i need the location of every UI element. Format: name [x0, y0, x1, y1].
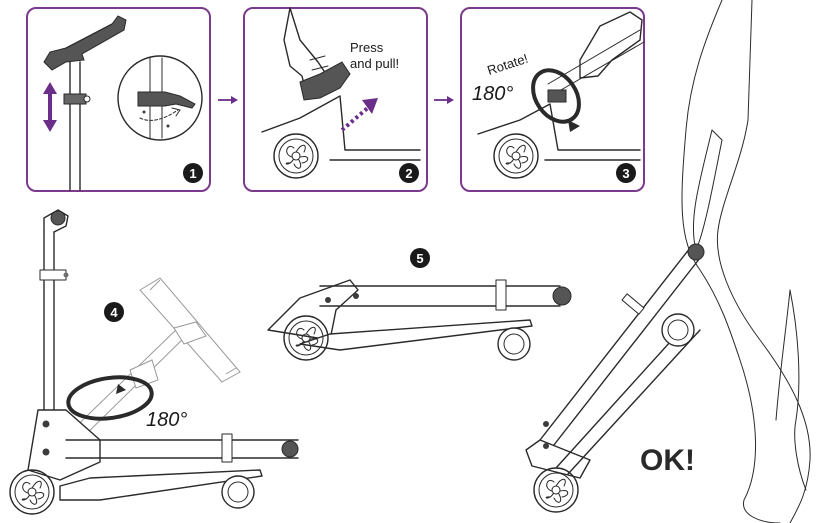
step-4-badge: 4	[104, 302, 124, 322]
rotation-angle-label: 180°	[146, 409, 187, 431]
step-5-illustration: 5	[267, 248, 572, 361]
next-step-arrow-icon	[218, 96, 238, 104]
press-instruction: Press	[350, 40, 384, 55]
step-3-badge: 3	[616, 163, 636, 183]
next-step-arrow-icon	[434, 96, 454, 104]
rotate-arrow-icon	[66, 375, 154, 421]
svg-text:3: 3	[622, 166, 629, 181]
ok-label: OK!	[640, 444, 695, 477]
pull-instruction: and pull!	[350, 56, 399, 71]
rotation-angle-label: 180°	[472, 83, 513, 105]
step-5-badge: 5	[410, 248, 430, 268]
svg-text:4: 4	[110, 305, 118, 320]
svg-text:2: 2	[405, 166, 412, 181]
svg-text:1: 1	[189, 166, 196, 181]
step-1-badge: 1	[183, 163, 203, 183]
step-2-panel: Press and pull! 2	[243, 7, 428, 192]
up-down-arrow-icon	[43, 82, 57, 132]
step-3-panel: Rotate! 180° 3	[460, 7, 645, 192]
step-2-badge: 2	[399, 163, 419, 183]
step-1-panel: 1	[26, 7, 211, 192]
svg-text:5: 5	[416, 251, 423, 266]
step-4-illustration: 180° 4	[9, 209, 299, 515]
rotate-arrow-icon	[531, 68, 581, 132]
carry-illustration: OK!	[525, 0, 811, 523]
pull-arrow-icon	[340, 98, 378, 132]
